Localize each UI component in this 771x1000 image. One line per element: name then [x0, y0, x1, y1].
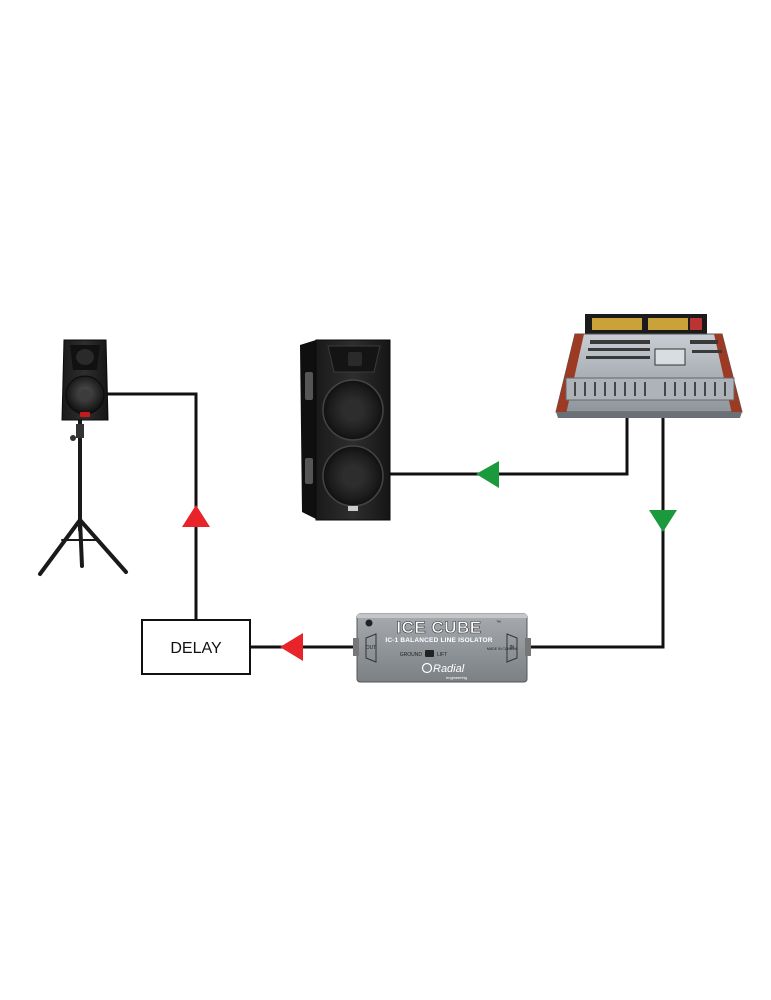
isolator-ground-label: GROUND [400, 652, 423, 658]
powered-speaker-on-stand-icon [40, 340, 126, 574]
isolator-maker-logo: Radial [433, 663, 465, 675]
mixing-console-icon [556, 314, 742, 418]
line-isolator-box-icon: OUT IN ICE CUBE ™ IC-1 BALANCED LINE ISO… [353, 614, 531, 682]
delay-box: DELAY [142, 620, 250, 674]
wire-delay-to-stand-speaker [106, 394, 196, 620]
dual-15-speaker-cabinet-icon [300, 340, 390, 520]
isolator-lift-label: LIFT [437, 652, 447, 658]
isolator-trademark: ™ [496, 620, 501, 626]
arrow-left-green [476, 461, 499, 488]
isolator-title: ICE CUBE [396, 618, 481, 637]
isolator-model-line: IC-1 BALANCED LINE ISOLATOR [385, 637, 492, 644]
delay-label: DELAY [170, 640, 222, 657]
wire-console-to-cabinet [388, 412, 627, 474]
arrow-down-green [649, 510, 677, 532]
isolator-out-label: OUT [366, 645, 377, 651]
isolator-made-in: MADE IN CANADA [487, 647, 518, 651]
wire-console-to-isolator [527, 412, 663, 647]
isolator-maker-sub: engineering [446, 675, 467, 680]
arrow-left-red [280, 633, 303, 661]
arrow-up-red [182, 505, 210, 527]
ground-lift-switch [425, 650, 434, 657]
